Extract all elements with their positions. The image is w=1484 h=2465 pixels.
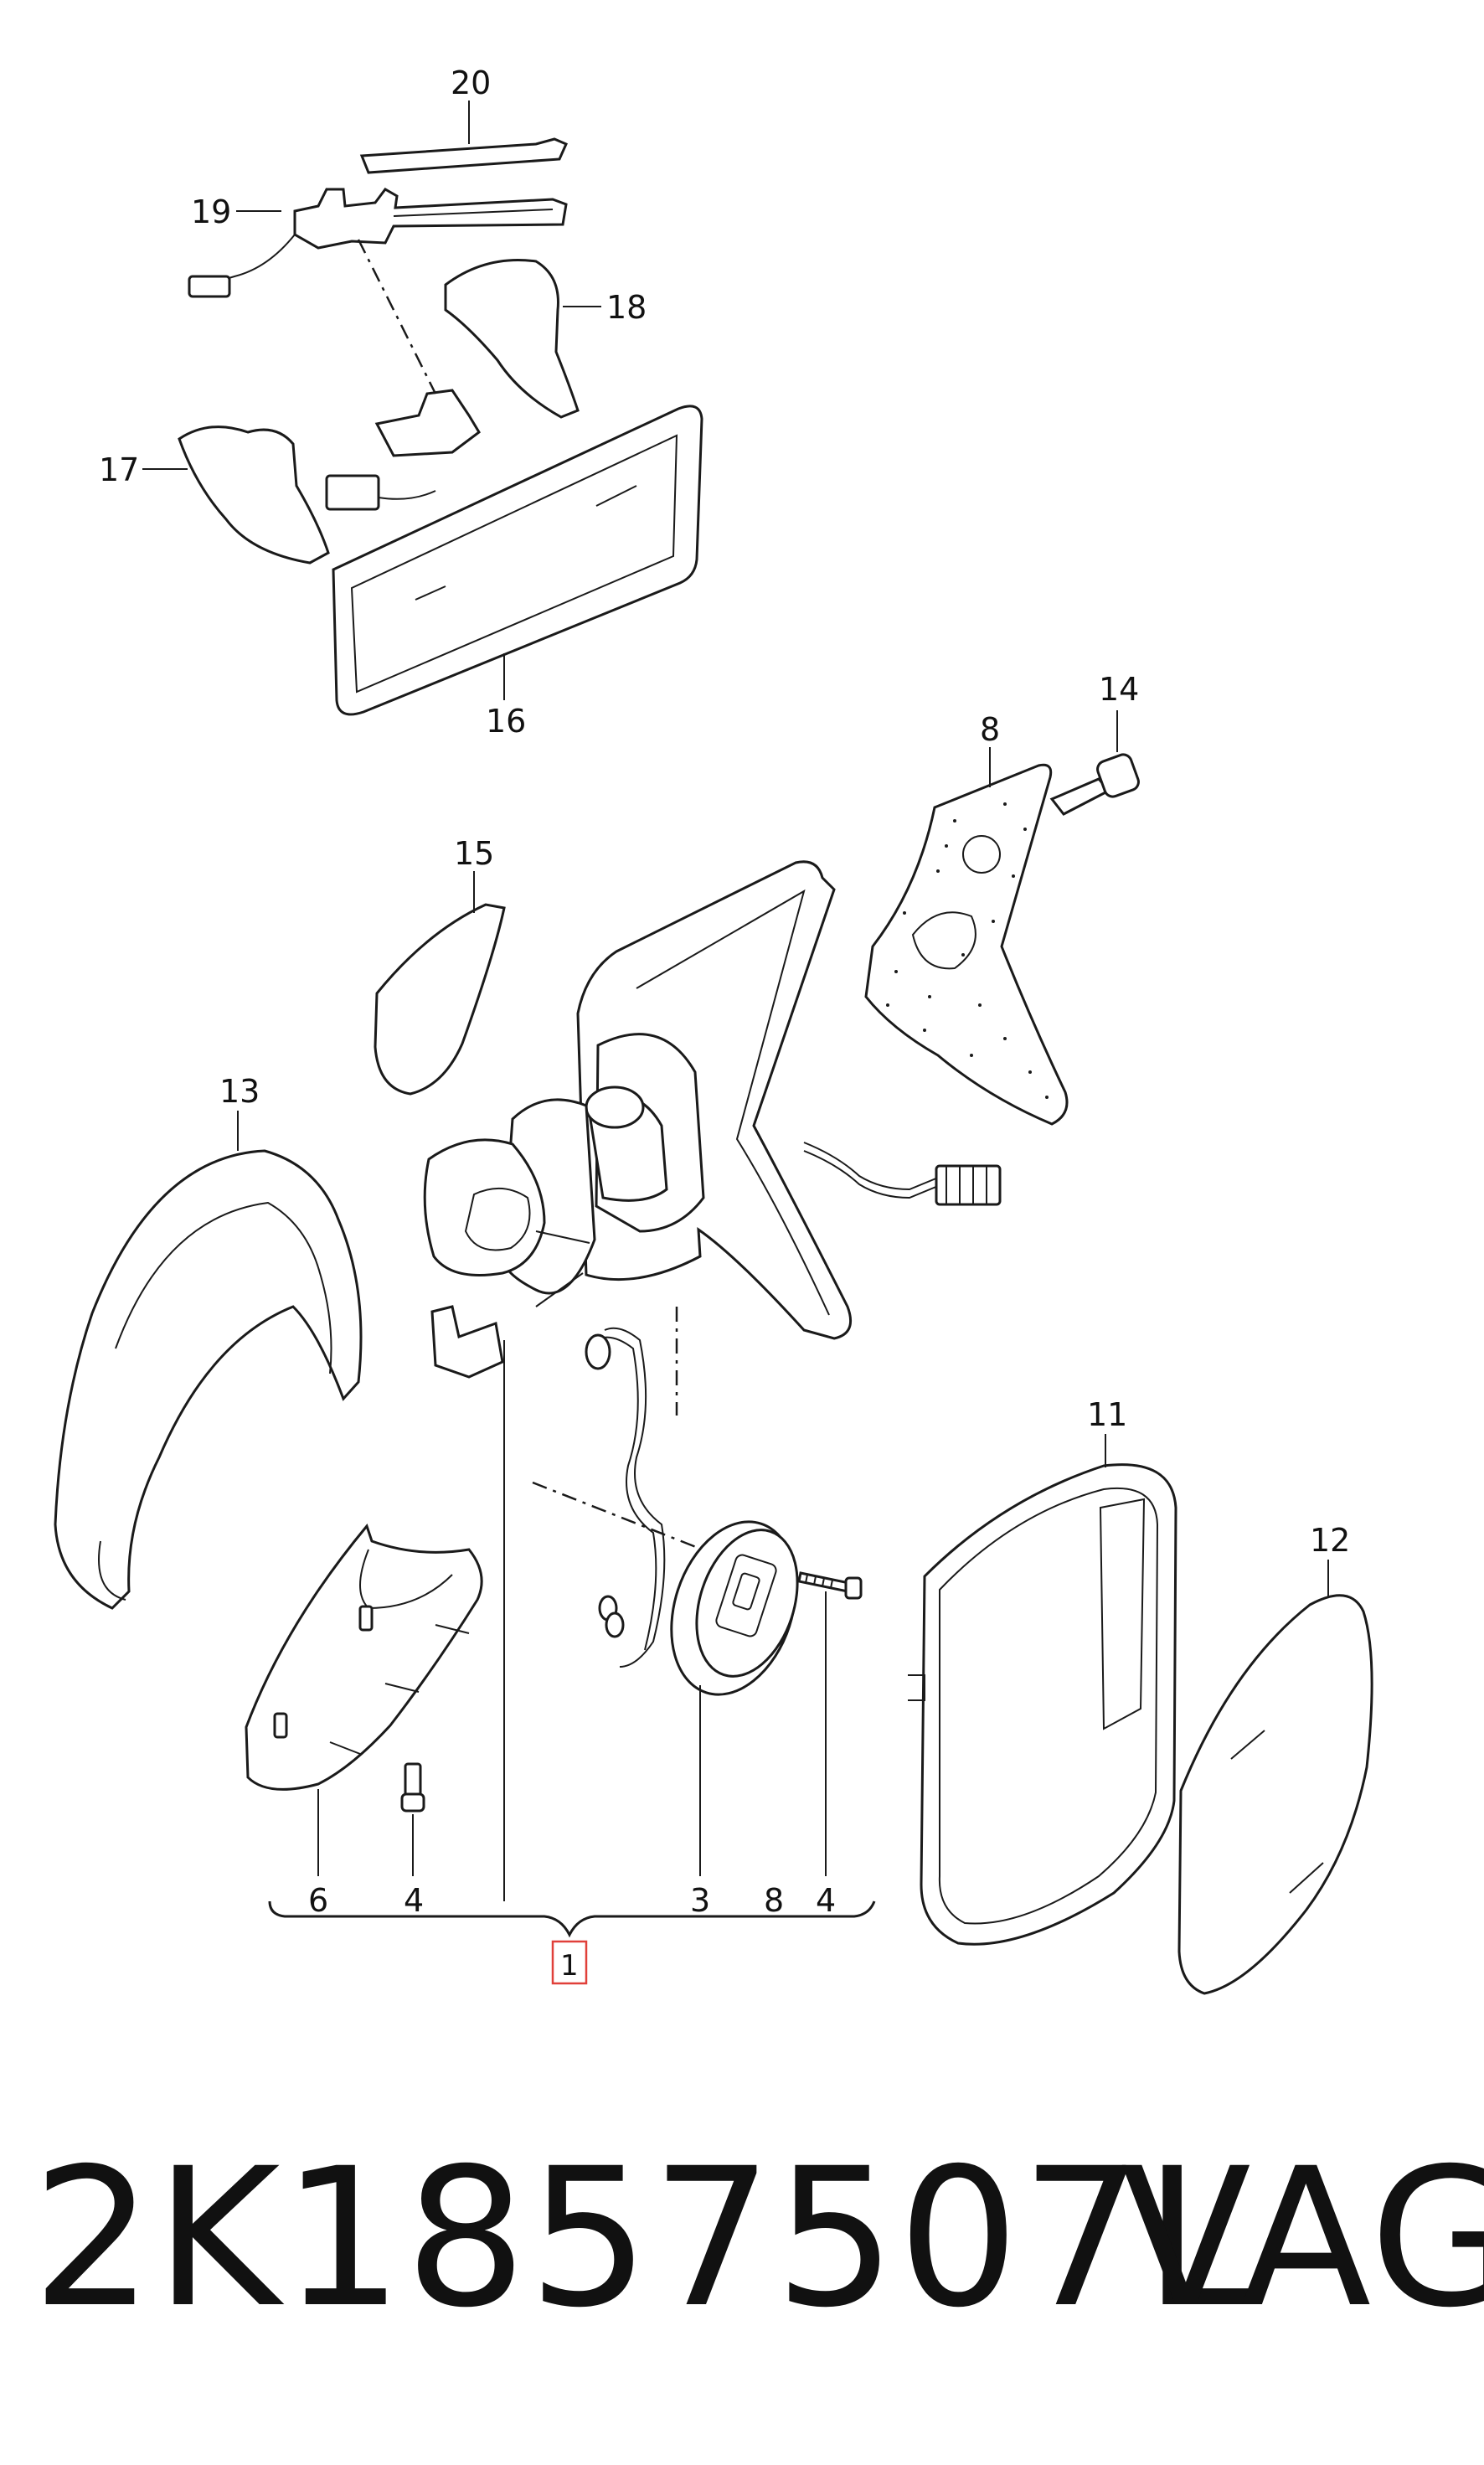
brand-name: VAG <box>1121 2127 1484 2349</box>
wiring-harness-upper <box>803 1142 1002 1206</box>
callout-13: 13 <box>219 1073 260 1110</box>
group-bracket <box>268 1900 876 1938</box>
gasket-dot-texture <box>886 802 1049 1099</box>
part-19-bracket <box>188 188 568 298</box>
part-number: 2K1857507L <box>32 2127 1253 2349</box>
part-3-adjusting-motor <box>532 1307 799 1696</box>
callout-15: 15 <box>454 835 494 872</box>
callout-14: 14 <box>1099 671 1139 708</box>
part-4-screw-right <box>797 1571 863 1600</box>
callout-20: 20 <box>451 64 491 101</box>
callout-4-right: 4 <box>816 1882 836 1919</box>
part-18-cover <box>444 259 580 419</box>
callout-16: 16 <box>486 703 526 740</box>
part-14-bolt <box>1049 753 1140 816</box>
part-15-cap <box>374 903 506 1096</box>
callout-18: 18 <box>606 289 647 326</box>
callout-8-bottom: 8 <box>764 1882 784 1919</box>
callout-1: 1 <box>560 1949 579 1983</box>
callout-19: 19 <box>191 193 231 230</box>
part-20-trim-strip <box>359 137 568 174</box>
part-13-mirror-cap <box>54 1149 363 1610</box>
callout-1-highlight-box <box>551 1940 588 1985</box>
part-17-cover <box>178 425 330 565</box>
mirror-housing-base <box>423 860 852 1379</box>
part-8-gasket <box>864 763 1069 1126</box>
callout-6: 6 <box>308 1882 328 1919</box>
part-11-glass-carrier <box>908 1463 1177 1946</box>
part-16-rearview-mirror <box>332 405 703 716</box>
callout-4-left: 4 <box>404 1882 424 1919</box>
callout-12: 12 <box>1310 1522 1350 1559</box>
part-12-mirror-glass <box>1177 1594 1373 1995</box>
callout-17: 17 <box>99 451 139 488</box>
part-4-screw-left <box>400 1762 425 1813</box>
callout-11: 11 <box>1087 1396 1127 1433</box>
callout-3: 3 <box>690 1882 710 1919</box>
mirror-clip-connector <box>325 239 481 511</box>
callout-8-top: 8 <box>980 711 1000 748</box>
part-6-lower-cover <box>245 1523 483 1791</box>
